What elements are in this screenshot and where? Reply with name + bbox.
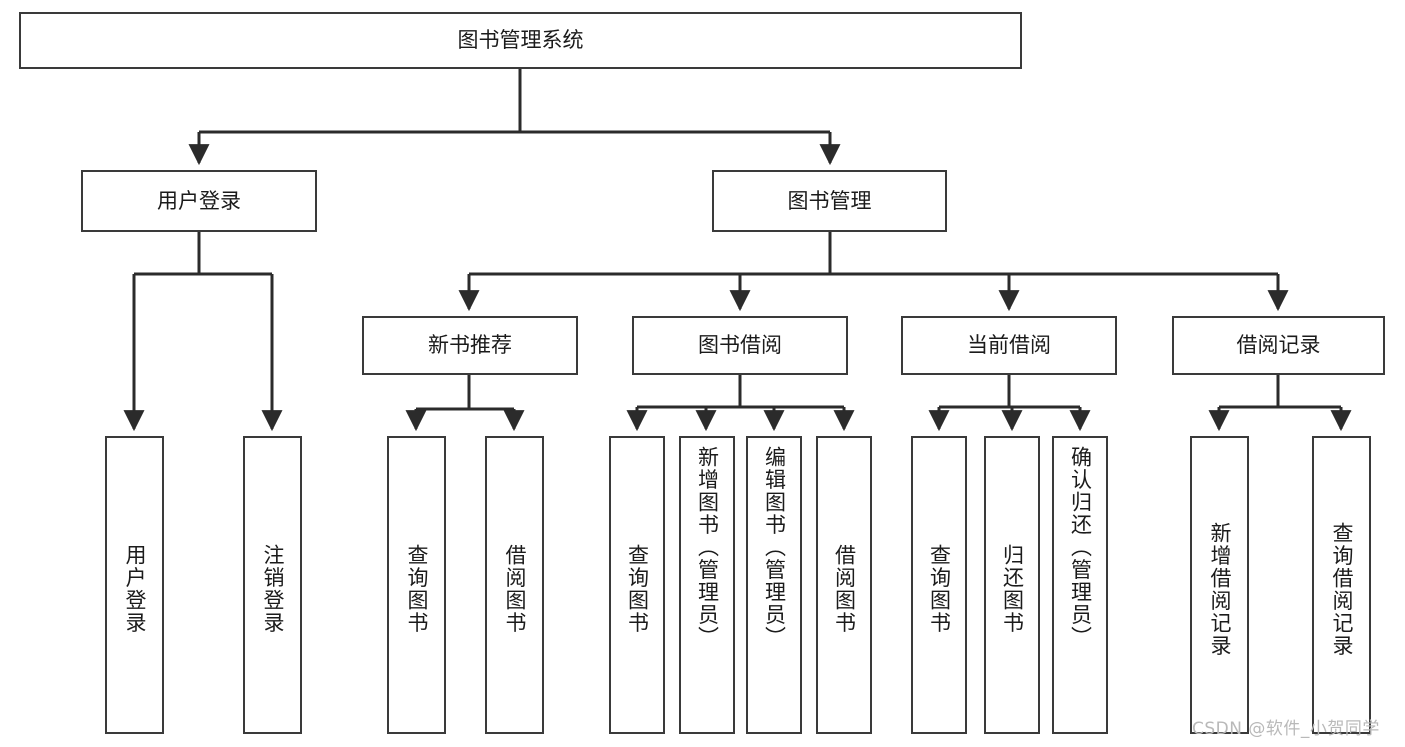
node-book-manage[interactable]: 图书管理 <box>712 170 947 232</box>
node-leaf-user-login-label: 用户登录 <box>123 544 147 634</box>
node-book-manage-label: 图书管理 <box>787 188 872 213</box>
node-leaf-query-borrow-record[interactable]: 查询借阅记录 <box>1312 436 1371 734</box>
node-leaf-borrow-book-1[interactable]: 借阅图书 <box>485 436 544 734</box>
node-leaf-user-login[interactable]: 用户登录 <box>105 436 164 734</box>
node-borrow-record-label: 借阅记录 <box>1236 333 1321 358</box>
node-user-login-label: 用户登录 <box>157 188 241 213</box>
node-leaf-query-book-3-label: 查询图书 <box>927 544 952 634</box>
node-leaf-query-book-1[interactable]: 查询图书 <box>387 436 446 734</box>
node-user-login[interactable]: 用户登录 <box>81 170 317 232</box>
node-leaf-borrow-book-2[interactable]: 借阅图书 <box>816 436 872 734</box>
node-leaf-query-book-3[interactable]: 查询图书 <box>911 436 967 734</box>
node-leaf-logout-login[interactable]: 注销登录 <box>243 436 302 734</box>
node-leaf-return-book[interactable]: 归还图书 <box>984 436 1040 734</box>
node-leaf-query-book-1-label: 查询图书 <box>405 544 429 634</box>
node-leaf-query-book-2[interactable]: 查询图书 <box>609 436 665 734</box>
node-leaf-add-book-admin-label: 新增图书（管理员） <box>695 446 720 649</box>
node-new-book-rec[interactable]: 新书推荐 <box>362 316 578 375</box>
node-leaf-confirm-return-admin-label: 确认归还（管理员） <box>1068 446 1093 649</box>
node-borrow-record[interactable]: 借阅记录 <box>1172 316 1385 375</box>
node-root-label: 图书管理系统 <box>457 28 584 53</box>
node-new-book-rec-label: 新书推荐 <box>428 333 512 358</box>
node-leaf-query-book-2-label: 查询图书 <box>625 544 650 634</box>
node-leaf-confirm-return-admin[interactable]: 确认归还（管理员） <box>1052 436 1108 734</box>
node-leaf-return-book-label: 归还图书 <box>1000 544 1025 634</box>
node-leaf-edit-book-admin[interactable]: 编辑图书（管理员） <box>746 436 802 734</box>
node-leaf-add-borrow-record[interactable]: 新增借阅记录 <box>1190 436 1249 734</box>
node-leaf-query-borrow-record-label: 查询借阅记录 <box>1330 521 1354 657</box>
node-current-borrow-label: 当前借阅 <box>967 333 1051 358</box>
node-leaf-add-book-admin[interactable]: 新增图书（管理员） <box>679 436 735 734</box>
node-leaf-borrow-book-2-label: 借阅图书 <box>832 544 857 634</box>
node-leaf-logout-login-label: 注销登录 <box>261 544 285 634</box>
node-leaf-edit-book-admin-label: 编辑图书（管理员） <box>762 446 787 649</box>
node-current-borrow[interactable]: 当前借阅 <box>901 316 1117 375</box>
node-leaf-borrow-book-1-label: 借阅图书 <box>503 544 527 634</box>
node-book-borrow-label: 图书借阅 <box>698 333 782 358</box>
node-leaf-add-borrow-record-label: 新增借阅记录 <box>1208 521 1232 657</box>
watermark: CSDN @软件_小贺同学 <box>1192 719 1380 739</box>
node-root[interactable]: 图书管理系统 <box>19 12 1022 69</box>
node-book-borrow[interactable]: 图书借阅 <box>632 316 848 375</box>
